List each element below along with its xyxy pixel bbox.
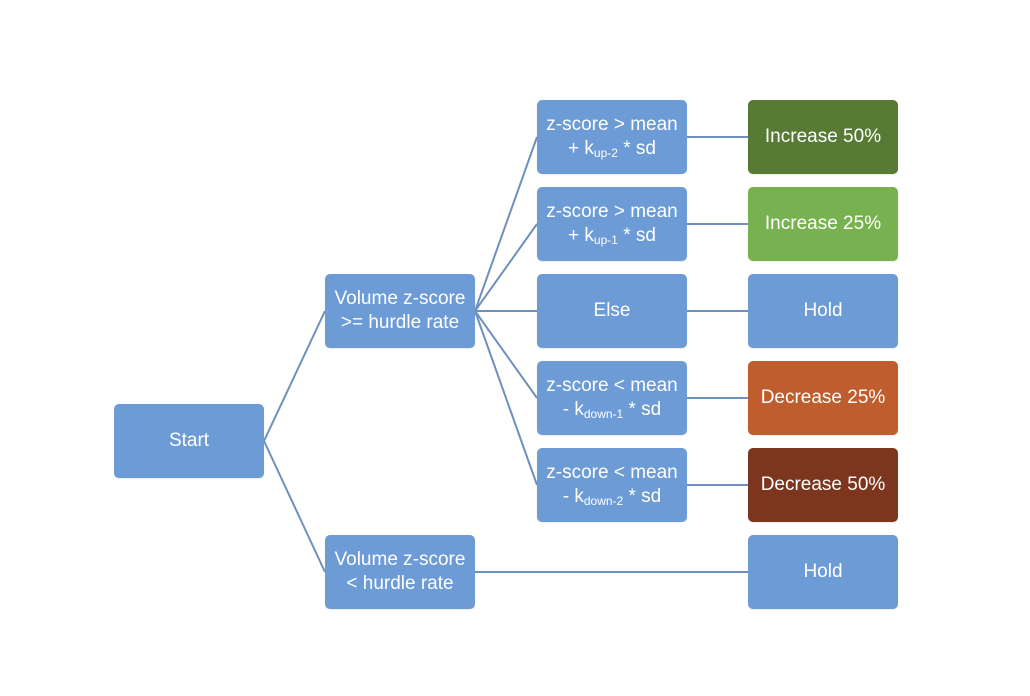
outcome-label: Hold (803, 561, 843, 582)
edge-volume-ge-to-condition-5 (474, 310, 538, 486)
outcome-label: Decrease 25% (760, 387, 886, 408)
volume-above-hurdle-line2: >= hurdle rate (340, 312, 460, 333)
outcome-hold-node: Hold (748, 274, 898, 348)
condition-suffix: * sd (623, 399, 662, 420)
outcome-increase-50-node: Increase 50% (748, 100, 898, 174)
condition-prefix: - k (562, 399, 584, 420)
outcome-decrease-25-node: Decrease 25% (748, 361, 898, 435)
outcome-label: Increase 25% (764, 213, 882, 234)
condition-prefix: + k (568, 138, 594, 159)
outcome-label: Decrease 50% (760, 474, 886, 495)
edge-start-to-volume-ge (263, 310, 326, 442)
edge-volume-ge-to-condition-4 (474, 310, 538, 399)
condition-line1: z-score < mean (546, 462, 678, 483)
volume-below-hurdle-node: Volume z-score < hurdle rate (325, 535, 475, 609)
outcome-decrease-50-node: Decrease 50% (748, 448, 898, 522)
outcome-hold-below-hurdle-node: Hold (748, 535, 898, 609)
outcome-label: Hold (803, 300, 843, 321)
outcome-increase-25-node: Increase 25% (748, 187, 898, 261)
condition-line1: z-score > mean (546, 201, 678, 222)
condition-line2: - kdown-2 * sd (563, 485, 662, 509)
volume-below-hurdle-line1: Volume z-score (334, 549, 466, 570)
edge-start-to-volume-lt (263, 440, 326, 573)
condition-else-label: Else (593, 300, 631, 321)
condition-line2: + kup-1 * sd (568, 224, 656, 248)
condition-suffix: * sd (617, 225, 656, 246)
condition-node-down-1: z-score < mean - kdown-1 * sd (537, 361, 687, 435)
condition-line1: z-score < mean (546, 375, 678, 396)
condition-prefix: + k (568, 225, 594, 246)
edge-volume-ge-to-condition-1 (474, 136, 538, 312)
condition-node-else: Else (537, 274, 687, 348)
condition-suffix: * sd (623, 486, 662, 507)
condition-node-up-1: z-score > mean + kup-1 * sd (537, 187, 687, 261)
condition-line1: z-score > mean (546, 114, 678, 135)
edge-volume-ge-to-condition-2 (474, 223, 538, 312)
condition-subscript: down-1 (583, 407, 624, 421)
start-node: Start (114, 404, 264, 478)
condition-node-down-2: z-score < mean - kdown-2 * sd (537, 448, 687, 522)
condition-line2: + kup-2 * sd (568, 137, 656, 161)
start-node-label: Start (168, 430, 210, 451)
condition-line2: - kdown-1 * sd (563, 398, 662, 422)
volume-above-hurdle-line1: Volume z-score (334, 288, 466, 309)
volume-below-hurdle-line2: < hurdle rate (346, 573, 454, 594)
condition-subscript: up-1 (593, 233, 618, 247)
condition-prefix: - k (562, 486, 584, 507)
condition-subscript: up-2 (593, 146, 618, 160)
condition-suffix: * sd (617, 138, 656, 159)
condition-node-up-2: z-score > mean + kup-2 * sd (537, 100, 687, 174)
outcome-label: Increase 50% (764, 126, 882, 147)
condition-subscript: down-2 (583, 494, 624, 508)
volume-above-hurdle-node: Volume z-score >= hurdle rate (325, 274, 475, 348)
